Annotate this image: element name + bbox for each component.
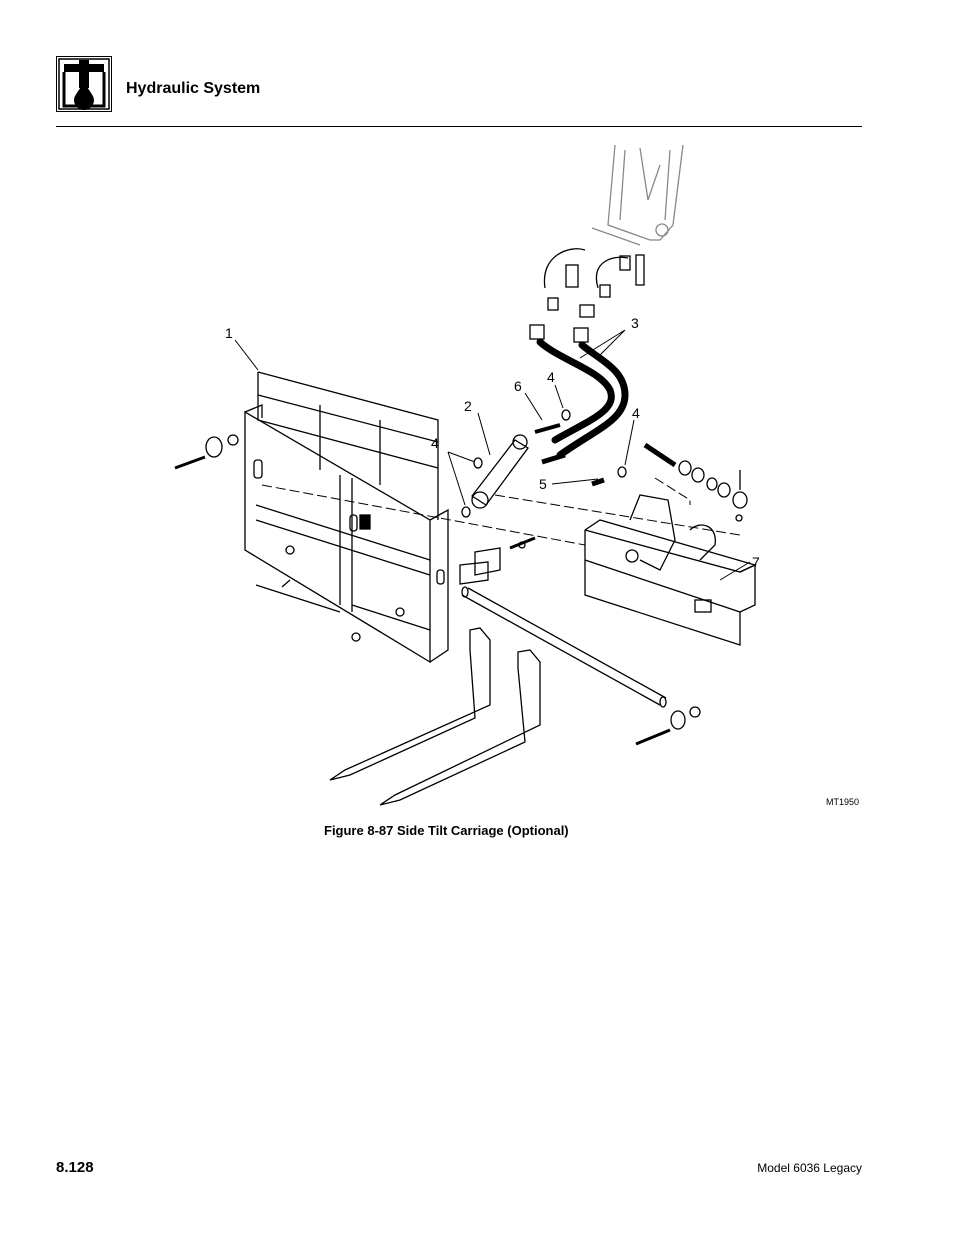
carriage-frame — [244, 371, 449, 664]
forks — [329, 627, 541, 806]
callout-4b: 4 — [547, 369, 555, 385]
callout-5: 5 — [539, 476, 547, 492]
alignment-lines — [261, 477, 741, 546]
tilt-cylinder — [461, 434, 529, 518]
callout-numbers: 1 2 3 4 4 4 5 6 7 — [225, 315, 760, 570]
callout-6: 6 — [514, 378, 522, 394]
callout-7: 7 — [752, 554, 760, 570]
side-tilt-frame — [584, 494, 757, 646]
wear-pads — [459, 536, 536, 585]
hydraulic-hoses — [536, 338, 629, 459]
section-title: Hydraulic System — [126, 80, 261, 97]
mast-drawing — [591, 144, 684, 246]
callout-4a: 4 — [431, 435, 439, 451]
pivot-shaft — [461, 586, 701, 746]
header-rule — [56, 126, 862, 127]
model-label: Model 6036 Legacy — [757, 1161, 862, 1175]
figure-code: MT1950 — [826, 797, 860, 807]
pins-and-fittings — [534, 409, 748, 522]
figure-caption: Figure 8-87 Side Tilt Carriage (Optional… — [324, 823, 569, 838]
hydraulic-drop-icon — [56, 56, 112, 112]
callout-4c: 4 — [632, 405, 640, 421]
upper-fittings — [529, 248, 645, 343]
side-tilt-carriage-illustration: 1 2 3 4 4 4 5 6 7 — [150, 140, 870, 820]
callout-1: 1 — [225, 325, 233, 341]
callout-2: 2 — [464, 398, 472, 414]
callout-leaders — [234, 329, 751, 581]
page-number: 8.128 — [56, 1159, 94, 1176]
callout-3: 3 — [631, 315, 639, 331]
left-pivot-hardware — [174, 434, 361, 642]
